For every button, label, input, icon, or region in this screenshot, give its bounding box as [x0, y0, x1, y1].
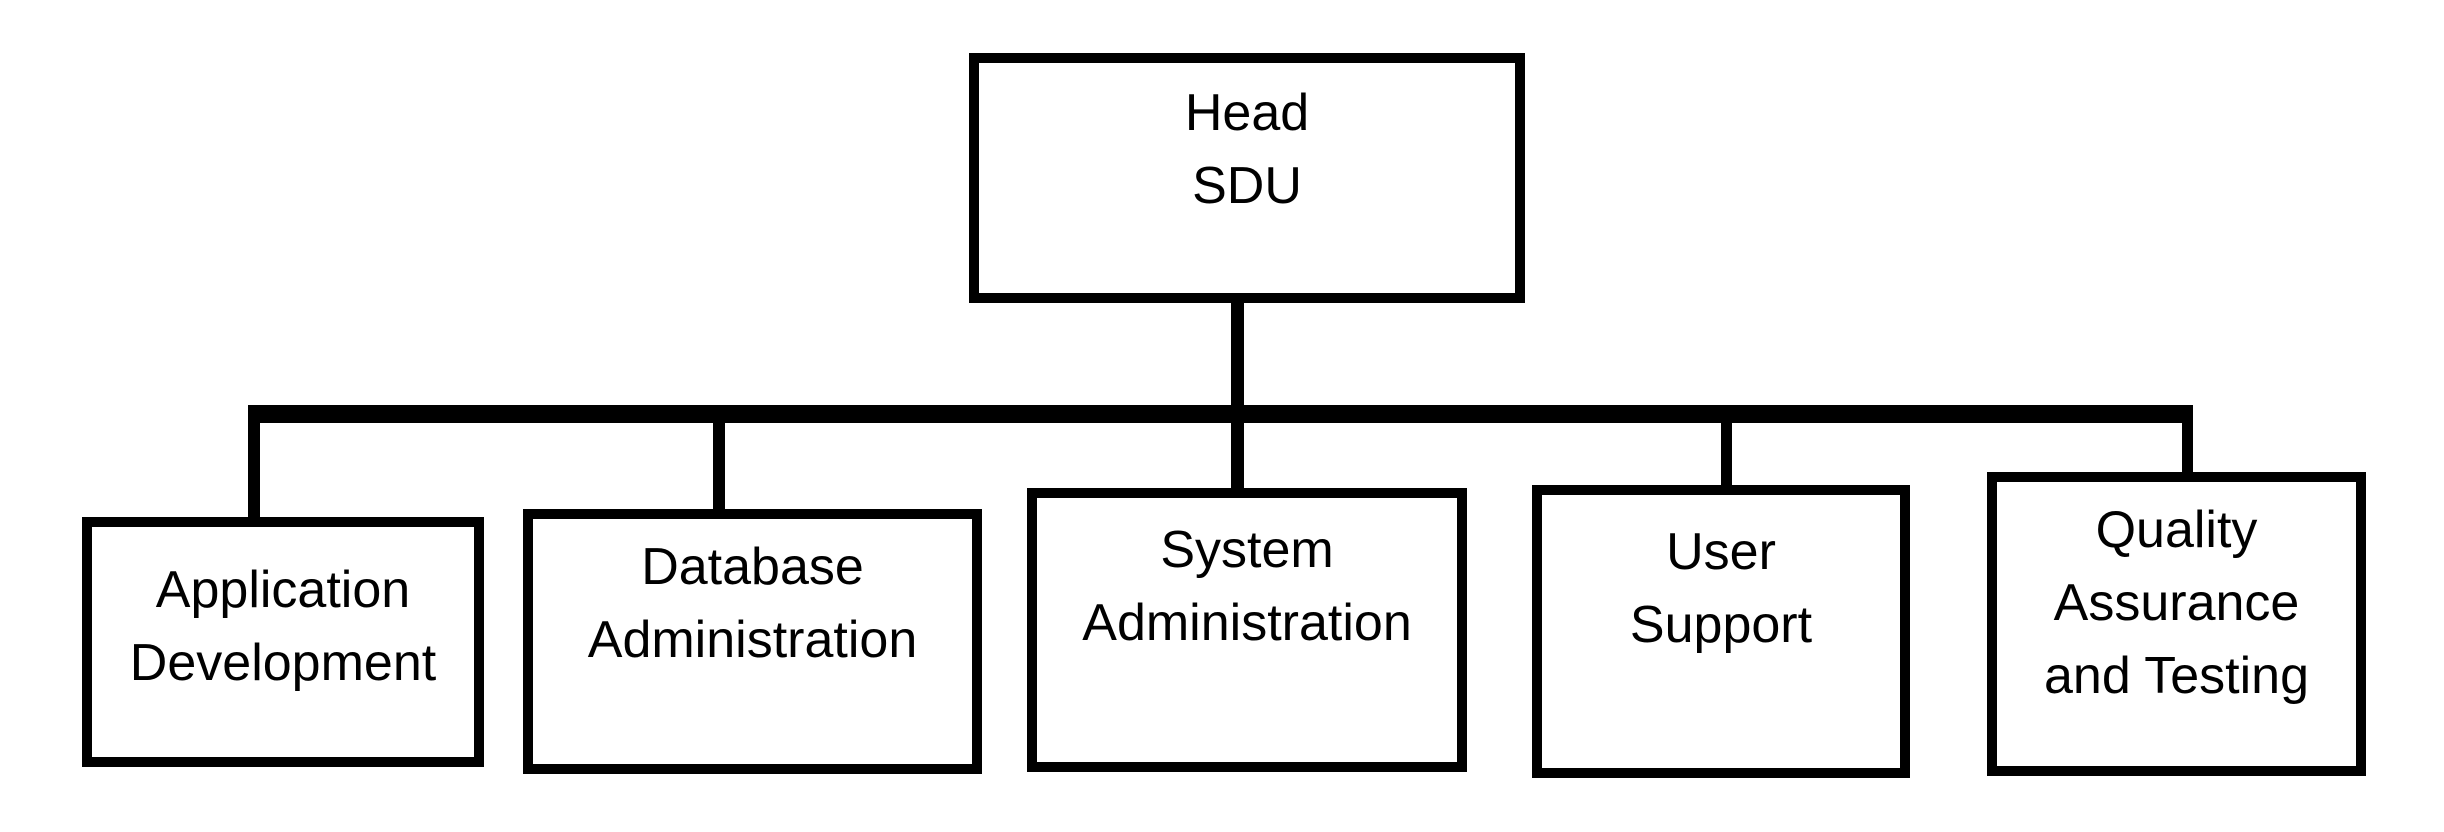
- node-label-line: Quality: [2095, 501, 2258, 559]
- connector-bus-to-application-development: [248, 423, 260, 517]
- connector-head-to-bus: [1231, 303, 1244, 405]
- node-system-administration: System Administration: [1027, 488, 1467, 772]
- node-label-line: Application: [155, 561, 411, 619]
- connector-bus-to-quality-assurance: [2182, 405, 2193, 472]
- node-user-support: User Support: [1532, 485, 1910, 778]
- node-head-sdu: Head SDU: [969, 53, 1525, 303]
- node-label-line: Assurance: [2053, 574, 2300, 632]
- connector-bus-to-database-administration: [713, 423, 725, 509]
- node-label-line: Administration: [587, 611, 918, 669]
- connector-bus-to-user-support: [1721, 423, 1732, 485]
- node-label-line: Administration: [1082, 594, 1412, 652]
- node-database-administration: Database Administration: [523, 509, 982, 774]
- node-label-line: System: [1160, 521, 1334, 579]
- node-application-development: Application Development: [82, 517, 484, 767]
- node-label-line: Development: [129, 634, 437, 692]
- node-label-line: Support: [1629, 596, 1813, 654]
- node-label-line: SDU: [1192, 157, 1302, 215]
- node-quality-assurance-and-testing: Quality Assurance and Testing: [1987, 472, 2366, 776]
- node-label-line: Head: [1184, 84, 1310, 142]
- connector-bus-to-system-administration: [1231, 423, 1244, 488]
- connector-horizontal-bus: [248, 405, 2193, 423]
- node-label-line: Database: [641, 538, 864, 596]
- node-label-line: and Testing: [2043, 647, 2310, 705]
- node-label-line: User: [1666, 523, 1776, 581]
